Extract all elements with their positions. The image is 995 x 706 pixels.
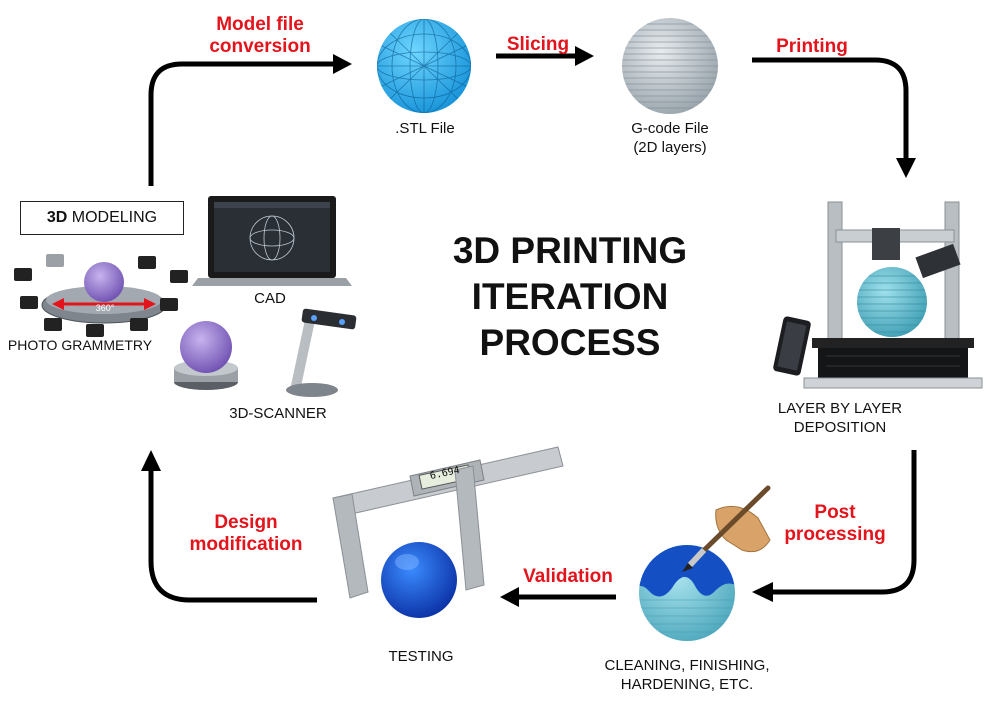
step-label-line: Design (176, 512, 316, 534)
caption-line: G-code File (610, 119, 730, 138)
caption-photogrammetry: PHOTO GRAMMETRY (0, 336, 160, 355)
step-label-design-modification: Design modification (176, 512, 316, 556)
step-label-line: processing (770, 524, 900, 546)
caption-cad: CAD (240, 289, 300, 308)
3d-printer-image (772, 202, 982, 388)
title-line: ITERATION (420, 274, 720, 320)
caption-stl: .STL File (370, 119, 480, 138)
step-label-model-file-conversion: Model file conversion (190, 14, 330, 58)
title-line: 3D PRINTING (420, 228, 720, 274)
step-label-validation: Validation (512, 566, 624, 588)
gcode-sphere-image (610, 18, 730, 114)
step-label-slicing: Slicing (488, 34, 588, 56)
caption-line: LAYER BY LAYER (750, 399, 930, 418)
modeling-box-bold: 3D (47, 209, 67, 226)
step-label-line: Post (770, 502, 900, 524)
caption-gcode: G-code File (2D layers) (610, 119, 730, 157)
caption-line: (2D layers) (610, 138, 730, 157)
caption-testing: TESTING (376, 647, 466, 666)
caption-cleaning: CLEANING, FINISHING, HARDENING, ETC. (572, 656, 802, 694)
turntable-360-label: 360° (90, 303, 120, 314)
3d-scanner-image (174, 308, 357, 397)
arrow-validation (500, 587, 616, 607)
step-label-line: conversion (190, 36, 330, 58)
3d-modeling-box: 3D MODELING (20, 201, 184, 235)
stl-sphere-image (377, 19, 471, 113)
step-label-printing: Printing (762, 36, 862, 58)
step-label-line: Model file (190, 14, 330, 36)
caption-line: CLEANING, FINISHING, (572, 656, 802, 675)
arrow-model-file-conversion (151, 54, 352, 186)
step-label-line: modification (176, 534, 316, 556)
step-label-post-processing: Post processing (770, 502, 900, 546)
painted-sphere-image (635, 488, 770, 641)
diagram-title: 3D PRINTING ITERATION PROCESS (420, 228, 720, 366)
photogrammetry-rig-image (14, 254, 188, 337)
caption-layer-deposition: LAYER BY LAYER DEPOSITION (750, 399, 930, 437)
caption-line: DEPOSITION (750, 418, 930, 437)
caption-3d-scanner: 3D-SCANNER (218, 404, 338, 423)
laptop-cad-image (192, 196, 352, 286)
title-line: PROCESS (420, 320, 720, 366)
modeling-box-text: MODELING (67, 209, 157, 226)
arrow-printing (752, 60, 916, 178)
caption-line: HARDENING, ETC. (572, 675, 802, 694)
